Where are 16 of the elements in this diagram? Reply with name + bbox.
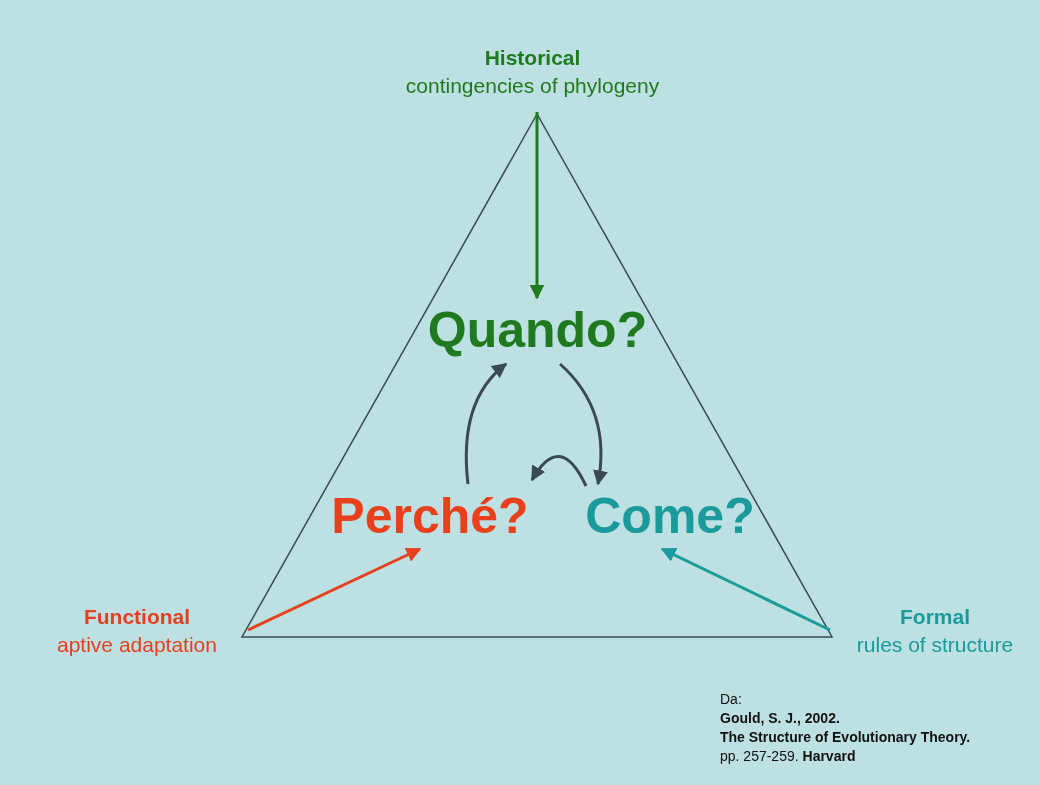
- arrow: [530, 455, 588, 487]
- citation-line: Da:: [720, 690, 743, 709]
- question-text: Perché?: [330, 487, 530, 546]
- arrow: [558, 362, 608, 486]
- question-text: Come?: [584, 487, 756, 546]
- question-text: Quando?: [426, 301, 649, 360]
- corner-subtitle: aptive adaptation: [56, 632, 218, 658]
- corner-heading: Historical: [483, 45, 582, 71]
- corner-heading: Functional: [82, 604, 192, 630]
- citation-line: Gould, S. J., 2002.: [720, 709, 841, 728]
- corner-subtitle: rules of structure: [855, 632, 1015, 658]
- corner-subtitle: contingencies of phylogeny: [404, 73, 661, 99]
- citation-line: The Structure of Evolutionary Theory.: [720, 728, 971, 747]
- corner-heading: Formal: [899, 604, 971, 630]
- citation-line: pp. 257-259. Harvard: [720, 747, 857, 766]
- arrow: [464, 362, 508, 485]
